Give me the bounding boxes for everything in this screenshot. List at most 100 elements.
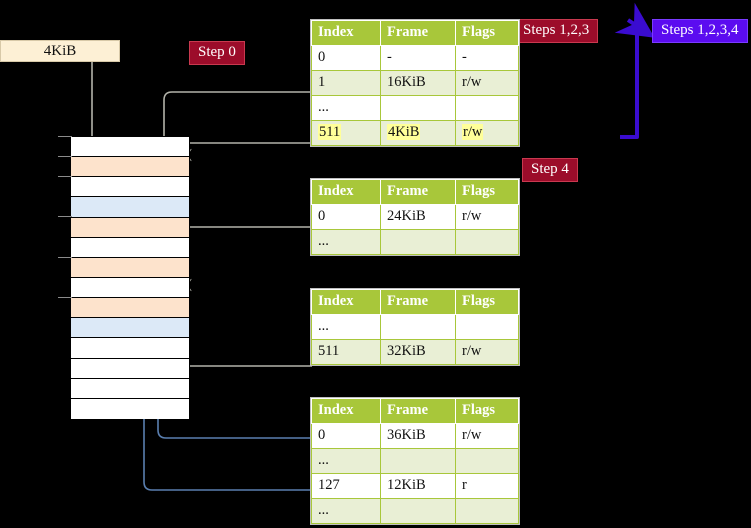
- table-cell-frame: -: [380, 45, 456, 71]
- badge-steps-1234: Steps 1,2,3,4: [652, 19, 748, 44]
- table-row: ...: [311, 314, 519, 340]
- badge-steps-1234-label: Steps 1,2,3,4: [661, 22, 739, 38]
- column-header-frame: Frame: [380, 179, 456, 205]
- memory-row: [71, 157, 189, 178]
- table-row: 0--: [311, 45, 519, 71]
- table-cell-frame: 4KiB: [380, 120, 456, 146]
- badge-step-0: Step 0: [189, 41, 245, 66]
- memory-row: [71, 177, 189, 198]
- table-cell-index: 127: [311, 473, 381, 499]
- memory-tick: [58, 176, 72, 177]
- table-cell-flags: -: [455, 45, 519, 71]
- table-cell-index: 511: [311, 120, 381, 146]
- memory-row: [71, 378, 189, 399]
- table-row: ...: [311, 229, 519, 255]
- memory-block-label: 4KiB: [43, 42, 77, 59]
- table-cell-index: 0: [311, 45, 381, 71]
- column-header-index: Index: [311, 398, 381, 424]
- column-header-frame: Frame: [380, 398, 456, 424]
- badge-steps-123: Steps 1,2,3: [514, 19, 599, 44]
- memory-block-4kib: 4KiB: [0, 40, 120, 62]
- table-row: 511 4KiB r/w: [311, 120, 519, 146]
- badge-step-0-label: Step 0: [198, 44, 236, 60]
- column-header-flags: Flags: [455, 398, 519, 424]
- table-cell-index: 511: [311, 339, 381, 365]
- column-header-frame: Frame: [380, 20, 456, 46]
- memory-row: [71, 197, 189, 218]
- badge-step-4: Step 4: [522, 158, 578, 183]
- table-cell-frame: [380, 314, 456, 340]
- memory-tick: [58, 297, 72, 298]
- table-cell-index: ...: [311, 314, 381, 340]
- memory-row: [71, 278, 189, 299]
- table-cell-frame: [380, 229, 456, 255]
- memory-tick: [58, 156, 72, 157]
- table-cell-frame: 16KiB: [380, 70, 456, 96]
- highlighted-value: 511: [318, 124, 342, 140]
- memory-row: [71, 338, 189, 359]
- table-cell-frame: 12KiB: [380, 473, 456, 499]
- memory-row: [71, 257, 189, 278]
- column-header-index: Index: [311, 289, 381, 315]
- memory-row: [71, 398, 189, 419]
- arrow-table1-row511: [180, 142, 312, 162]
- table-cell-index: 1: [311, 70, 381, 96]
- table-cell-flags: r/w: [455, 120, 519, 146]
- memory-row: [71, 137, 189, 158]
- memory-tick: [58, 257, 72, 258]
- physical-memory-column: [70, 136, 190, 419]
- table-row: ...: [311, 498, 519, 524]
- table-cell-flags: [455, 314, 519, 340]
- table-row: ...: [311, 448, 519, 474]
- table-cell-index: 0: [311, 423, 381, 449]
- column-header-flags: Flags: [455, 289, 519, 315]
- arrow-steps-1234-bracket: [614, 2, 655, 139]
- memory-row: [71, 298, 189, 319]
- memory-row: [71, 358, 189, 379]
- badge-step-4-label: Step 4: [531, 161, 569, 177]
- memory-row: [71, 217, 189, 238]
- highlighted-value: r/w: [462, 124, 484, 140]
- column-header-flags: Flags: [455, 20, 519, 46]
- column-header-index: Index: [311, 20, 381, 46]
- table-cell-index: 0: [311, 204, 381, 230]
- table-cell-frame: 36KiB: [380, 423, 456, 449]
- column-header-index: Index: [311, 179, 381, 205]
- highlighted-value: 4KiB: [387, 124, 421, 140]
- arrow-table2-row0: [180, 226, 312, 292]
- memory-tick: [58, 136, 72, 137]
- badge-steps-123-label: Steps 1,2,3: [523, 22, 590, 38]
- table-cell-flags: r/w: [455, 339, 519, 365]
- table-cell-index: ...: [311, 229, 381, 255]
- memory-tick: [58, 216, 72, 217]
- table-cell-frame: 32KiB: [380, 339, 456, 365]
- table-cell-flags: [455, 229, 519, 255]
- table-cell-flags: r: [455, 473, 519, 499]
- table-cell-flags: [455, 95, 519, 121]
- table-cell-flags: [455, 498, 519, 524]
- table-cell-flags: r/w: [455, 70, 519, 96]
- table-cell-flags: r/w: [455, 204, 519, 230]
- column-header-frame: Frame: [380, 289, 456, 315]
- memory-row: [71, 318, 189, 339]
- table-cell-frame: [380, 95, 456, 121]
- table-cell-index: ...: [311, 448, 381, 474]
- table-row: ...: [311, 95, 519, 121]
- table-cell-index: ...: [311, 498, 381, 524]
- table-cell-frame: [380, 498, 456, 524]
- table-cell-frame: 24KiB: [380, 204, 456, 230]
- column-header-flags: Flags: [455, 179, 519, 205]
